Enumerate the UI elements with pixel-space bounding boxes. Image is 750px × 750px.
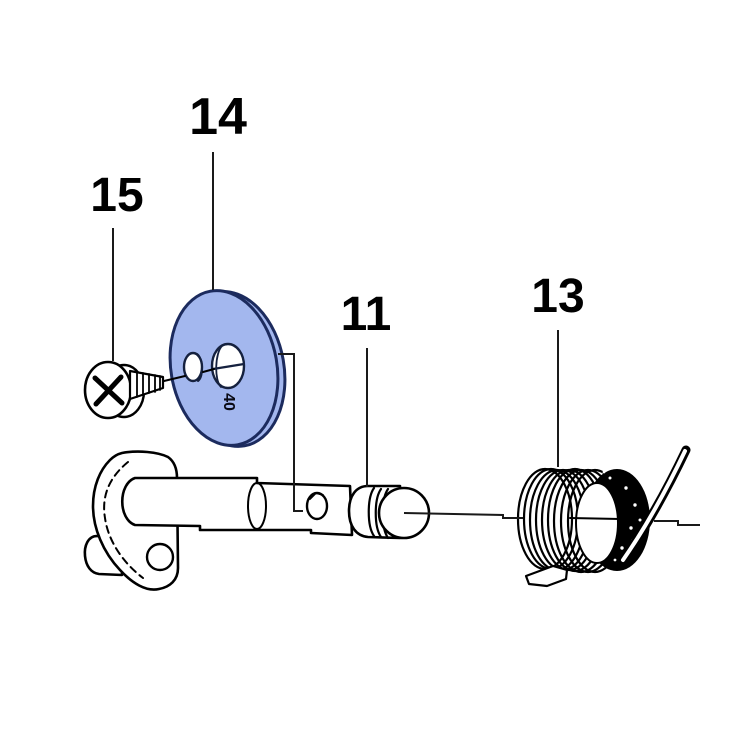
torsion-spring-part-13 — [516, 445, 691, 588]
lever-shaft-part-11 — [83, 450, 431, 591]
screw-axis-segment-2 — [202, 368, 215, 373]
phillips-cross-icon — [92, 374, 125, 407]
shaft-hole — [305, 491, 329, 521]
spring-foot — [524, 564, 569, 588]
disc-details: 40 — [182, 342, 246, 411]
disc-center-hole-chord — [211, 362, 246, 371]
shaft-hole-detail — [309, 492, 324, 500]
axis-line-through-bore — [569, 517, 621, 520]
disc-marking-text: 40 — [220, 393, 237, 411]
spring-arm-inner — [621, 449, 687, 562]
spring-bore — [575, 482, 619, 564]
leader-lines — [112, 152, 559, 512]
part-labels: 14 15 11 13 — [90, 88, 584, 341]
screw-threads — [136, 371, 161, 398]
shaft-section-marker — [247, 482, 267, 530]
screw-part-15 — [83, 360, 165, 420]
spring-right-axis — [654, 520, 700, 526]
label-11: 11 — [341, 288, 392, 341]
disc-small-hole — [182, 351, 204, 383]
screw-axis-segment — [163, 375, 186, 382]
lever-hole — [145, 542, 175, 572]
leader-bracket-14 — [278, 353, 303, 512]
label-13: 13 — [531, 270, 584, 323]
label-14: 14 — [189, 88, 247, 146]
shaft-to-spring-axis — [403, 512, 523, 519]
screw-shank — [128, 369, 165, 401]
lever-hatch-line — [103, 461, 144, 579]
label-15: 15 — [90, 169, 143, 222]
assembly-axis-lines — [163, 368, 700, 526]
disc-center-hole-bore — [215, 345, 223, 388]
